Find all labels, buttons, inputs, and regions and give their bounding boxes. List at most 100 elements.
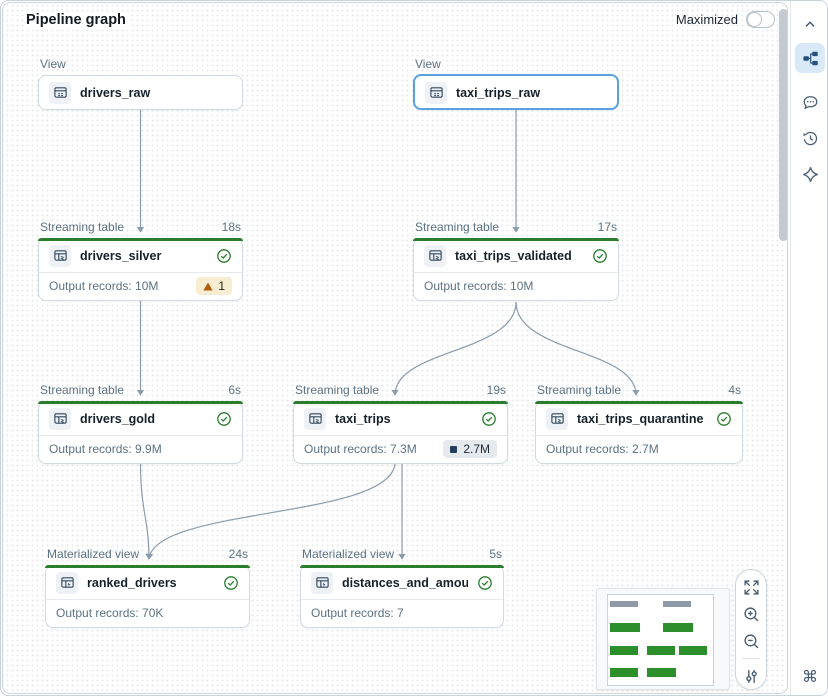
sidebar-item-assistant[interactable] [795, 159, 825, 189]
graph-controls [735, 569, 767, 690]
node-name: taxi_trips [335, 411, 391, 426]
streaming-table-icon [49, 244, 71, 267]
minimap-node-bar [663, 601, 691, 607]
node-type-label: Streaming table [40, 220, 125, 234]
materialized-view-icon [56, 571, 78, 594]
view-table-icon [49, 81, 71, 104]
node-duration: 24s [228, 547, 248, 561]
success-check-icon [481, 411, 497, 427]
vertical-scrollbar[interactable] [779, 9, 787, 241]
minimap-node-bar [610, 668, 638, 677]
view-table-icon [425, 81, 447, 104]
fit-to-screen-button[interactable] [741, 577, 761, 597]
node-taxi-trips[interactable]: taxi_trips Output records: 7.3M 2.7M [293, 401, 508, 464]
sidebar-item-pipeline-graph[interactable] [795, 43, 825, 73]
collapse-panel-button[interactable] [795, 9, 825, 39]
success-check-icon [592, 248, 608, 264]
zoom-in-button[interactable] [741, 604, 761, 624]
minimap[interactable] [596, 588, 730, 690]
node-name: taxi_trips_raw [456, 85, 541, 100]
node-taxi-trips-quarantine[interactable]: taxi_trips_quarantine Output records: 2.… [535, 401, 743, 464]
chevron-up-icon [805, 21, 815, 27]
output-records-label: Output records: 2.7M [546, 442, 659, 456]
toggle-knob [747, 12, 762, 27]
node-drivers-raw[interactable]: drivers_raw [38, 75, 243, 110]
edge-validated-to-taxi-trips [391, 301, 517, 396]
materialized-view-icon [311, 571, 333, 594]
streaming-table-icon [304, 407, 326, 430]
node-duration: 5s [489, 547, 502, 561]
node-duration: 19s [486, 383, 506, 397]
node-duration: 17s [597, 220, 617, 234]
display-settings-button[interactable] [741, 666, 761, 686]
success-check-icon [477, 575, 493, 591]
node-ranked-drivers[interactable]: ranked_drivers Output records: 70K [45, 565, 250, 628]
edge-validated-to-quarantine [515, 301, 640, 396]
minimap-node-bar [610, 601, 638, 607]
streaming-table-icon [49, 407, 71, 430]
streaming-table-icon [546, 407, 568, 430]
controls-divider [742, 658, 760, 659]
pipeline-graph-icon [802, 51, 818, 65]
node-duration: 6s [228, 383, 241, 397]
edge-taxi-trips-to-ranked-drivers [145, 463, 396, 560]
edge-drivers-gold-to-ranked-drivers [139, 463, 153, 560]
maximized-label: Maximized [675, 12, 738, 27]
node-duration: 4s [728, 383, 741, 397]
node-duration: 18s [221, 220, 241, 234]
keyboard-shortcuts-icon[interactable]: ⌘ [802, 669, 818, 686]
history-clock-icon [802, 131, 817, 145]
warning-count: 1 [218, 279, 225, 293]
minimap-node-bar [610, 623, 640, 632]
node-name: taxi_trips_quarantine [577, 411, 704, 426]
node-type-label: Streaming table [415, 220, 500, 234]
sparkle-icon [802, 166, 818, 182]
output-records-label: Output records: 7.3M [304, 442, 417, 456]
minimap-node-bar [647, 646, 675, 655]
node-type-label: Streaming table [537, 383, 622, 397]
node-name: drivers_silver [80, 248, 162, 263]
minimap-node-bar [610, 646, 638, 655]
node-taxi-trips-validated[interactable]: taxi_trips_validated Output records: 10M [413, 238, 619, 301]
sidebar-item-version-history[interactable] [795, 123, 825, 153]
output-records-label: Output records: 10M [49, 279, 159, 293]
node-type-label: View [415, 57, 441, 71]
output-records-label: Output records: 10M [424, 279, 534, 293]
sidebar-item-comments[interactable] [795, 87, 825, 117]
node-type-label: Streaming table [295, 383, 380, 397]
output-records-label: Output records: 9.9M [49, 442, 162, 456]
dropped-records-count: 2.7M [463, 442, 490, 456]
success-check-icon [223, 575, 239, 591]
node-type-label: Streaming table [40, 383, 125, 397]
minimap-node-bar [663, 623, 693, 632]
node-name: ranked_drivers [87, 575, 177, 590]
zoom-out-button[interactable] [741, 631, 761, 651]
node-drivers-silver[interactable]: drivers_silver Output records: 10M 1 [38, 238, 243, 301]
node-type-label: Materialized view [302, 547, 395, 561]
minimap-node-bar [679, 646, 707, 655]
node-drivers-gold[interactable]: drivers_gold Output records: 9.9M [38, 401, 243, 464]
node-taxi-trips-raw[interactable]: taxi_trips_raw [413, 74, 619, 110]
success-check-icon [216, 411, 232, 427]
success-check-icon [716, 411, 732, 427]
node-type-label: View [40, 57, 66, 71]
right-sidebar: ⌘ [790, 1, 827, 695]
dropped-records-badge[interactable]: 2.7M [443, 440, 497, 458]
warning-badge[interactable]: 1 [196, 277, 232, 295]
node-name: distances_and_amounts_b... [342, 575, 468, 590]
node-type-label: Materialized view [47, 547, 140, 561]
pipeline-graph-canvas[interactable]: Pipeline graph Maximized View drivers_ra… [2, 2, 788, 694]
output-records-label: Output records: 7 [311, 606, 404, 620]
node-name: taxi_trips_validated [455, 248, 572, 263]
node-name: drivers_raw [80, 85, 151, 100]
page-title: Pipeline graph [26, 12, 130, 30]
comments-icon [803, 95, 817, 109]
dropped-records-icon [450, 445, 458, 453]
node-distances-and-amounts[interactable]: distances_and_amounts_b... Output record… [300, 565, 504, 628]
warning-triangle-icon [203, 282, 213, 290]
success-check-icon [216, 248, 232, 264]
maximized-toggle[interactable] [746, 11, 775, 28]
minimap-node-bar [647, 668, 676, 677]
output-records-label: Output records: 70K [56, 606, 164, 620]
